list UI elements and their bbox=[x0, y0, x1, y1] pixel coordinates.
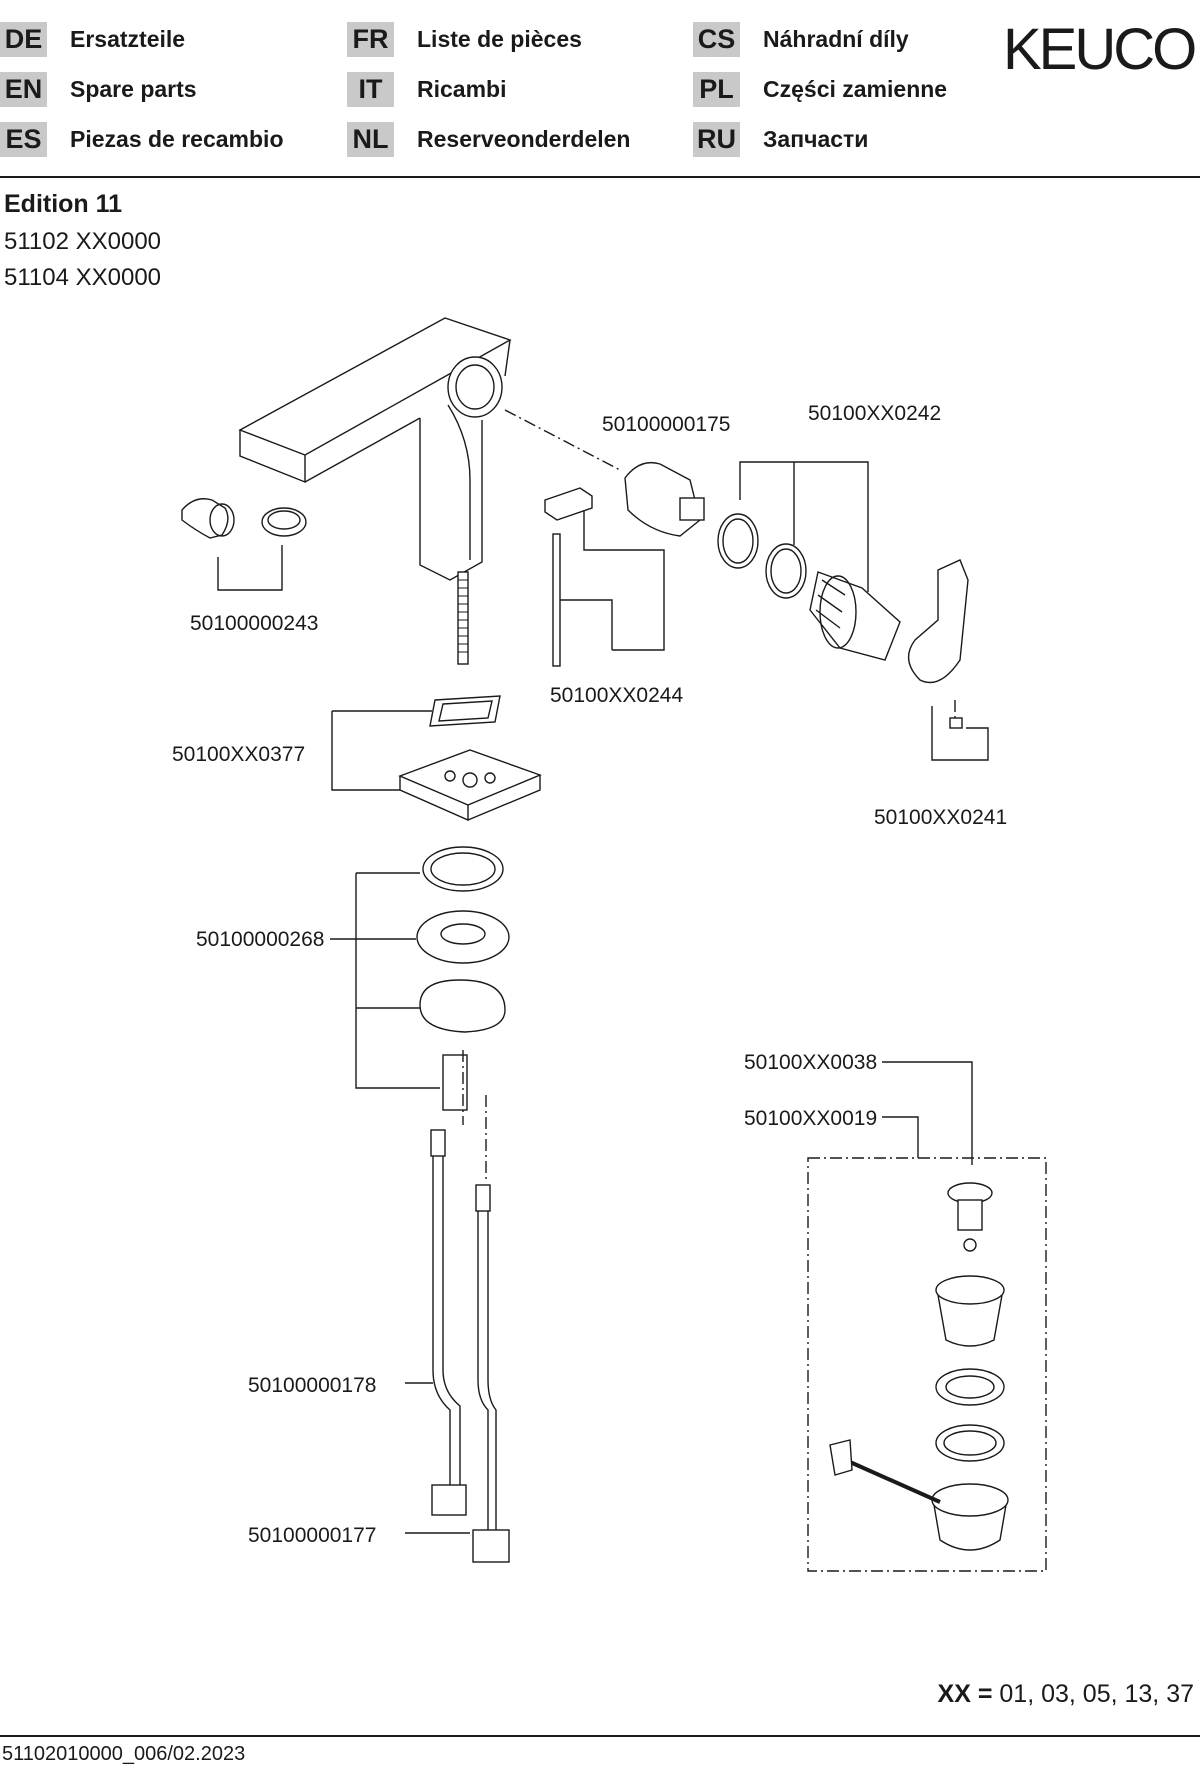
hose-2-drawing bbox=[472, 1184, 510, 1563]
hose-1-drawing bbox=[430, 1129, 467, 1516]
fixing-ring-drawing bbox=[422, 846, 504, 892]
waste-seal-drawing bbox=[943, 1430, 997, 1456]
color-code-key: XX = bbox=[937, 1680, 993, 1708]
waste-washer-drawing bbox=[935, 1368, 1005, 1406]
keuco-logo: KEUCO bbox=[1003, 17, 1197, 82]
clamp-drawing bbox=[419, 979, 506, 1033]
aerator-drawing bbox=[181, 498, 307, 539]
leader-lines bbox=[217, 461, 989, 1534]
sleeve-drawing bbox=[809, 571, 901, 661]
o-ring-drawing bbox=[722, 518, 754, 564]
lang-label-pl: Części zamienne bbox=[763, 76, 948, 102]
lang-label-en: Spare parts bbox=[70, 76, 197, 102]
lang-code-pl: PL bbox=[693, 72, 740, 107]
document-number: 51102010000_006/02.2023 bbox=[2, 1743, 246, 1765]
part-label-waste-set: 50100XX0019 bbox=[744, 1107, 878, 1130]
lang-label-es: Piezas de recambio bbox=[70, 126, 284, 152]
waste-body-drawing bbox=[935, 1275, 1005, 1347]
assembly-axis-lines bbox=[462, 409, 956, 1180]
model-number: 51104 XX0000 bbox=[4, 264, 162, 291]
lang-label-fr: Liste de pièces bbox=[417, 26, 582, 52]
color-code-legend: XX = 01, 03, 05, 13, 37 bbox=[938, 1680, 1194, 1709]
o-ring-drawing bbox=[765, 543, 807, 599]
gasket-drawing bbox=[438, 700, 493, 722]
part-label-hose-1: 50100000178 bbox=[248, 1374, 377, 1397]
pop-up-plug-drawing bbox=[947, 1182, 993, 1252]
lang-label-it: Ricambi bbox=[417, 76, 507, 102]
lang-label-ru: Запчасти bbox=[763, 126, 869, 152]
lang-code-it: IT bbox=[347, 72, 394, 107]
lang-code-en: EN bbox=[0, 72, 47, 107]
waste-set-box bbox=[807, 1157, 1047, 1572]
product-title: Edition 11 bbox=[4, 190, 123, 218]
part-label-base-plate: 50100XX0377 bbox=[172, 743, 306, 766]
lang-code-de: DE bbox=[0, 22, 47, 57]
color-code-values: 01, 03, 05, 13, 37 bbox=[999, 1680, 1194, 1708]
part-label-hose-2: 50100000177 bbox=[248, 1524, 377, 1547]
part-label-cartridge: 50100000175 bbox=[602, 413, 731, 436]
lever-drawing bbox=[907, 559, 969, 684]
o-ring-drawing bbox=[770, 548, 802, 594]
lang-label-cs: Náhradní díly bbox=[763, 26, 909, 52]
footer-divider bbox=[0, 1735, 1200, 1737]
o-ring-drawing bbox=[717, 513, 759, 569]
base-plate-drawing bbox=[398, 749, 542, 822]
part-label-lever: 50100XX0241 bbox=[874, 806, 1008, 829]
waste-trap-drawing bbox=[829, 1439, 1009, 1551]
cartridge-drawing bbox=[624, 461, 705, 537]
model-number: 51102 XX0000 bbox=[4, 228, 162, 255]
header-divider bbox=[0, 176, 1200, 178]
lang-label-de: Ersatzteile bbox=[70, 26, 186, 52]
waste-washer-drawing bbox=[945, 1375, 995, 1399]
grub-screw-drawing bbox=[949, 717, 963, 729]
pull-rod-drawing bbox=[544, 487, 593, 667]
lang-code-cs: CS bbox=[693, 22, 740, 57]
lang-code-fr: FR bbox=[347, 22, 394, 57]
faucet-body-drawing bbox=[238, 317, 512, 581]
lang-code-es: ES bbox=[0, 122, 47, 157]
lang-code-nl: NL bbox=[347, 122, 394, 157]
washer-drawing bbox=[416, 910, 510, 964]
part-label-plug: 50100XX0038 bbox=[744, 1051, 878, 1074]
part-label-fixing-set: 50100000268 bbox=[196, 928, 325, 951]
threaded-rod-drawing bbox=[457, 571, 469, 665]
part-label-seal-set: 50100XX0242 bbox=[808, 402, 942, 425]
part-label-pull-rod: 50100XX0244 bbox=[550, 684, 684, 707]
lang-label-nl: Reserveonderdelen bbox=[417, 126, 631, 152]
lang-code-ru: RU bbox=[693, 122, 740, 157]
part-label-aerator: 50100000243 bbox=[190, 612, 319, 635]
washer-drawing bbox=[440, 923, 486, 945]
fixing-ring-drawing bbox=[430, 852, 496, 886]
